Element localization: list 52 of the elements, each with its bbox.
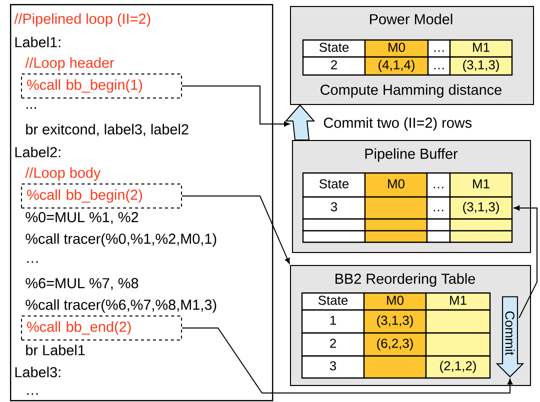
code-line: …: [27, 261, 38, 263]
code-line: br Label1: [26, 344, 85, 356]
table-cell: (2,1,2): [425, 355, 491, 379]
code-line: %6=MUL %7, %8: [26, 278, 138, 290]
table-cell: 2: [302, 56, 366, 76]
block-arrow: [284, 104, 316, 140]
dashed-box: %call bb_begin(2): [21, 184, 182, 208]
arrow: [182, 328, 513, 394]
code-line: //Loop header: [25, 57, 114, 71]
arrow: [514, 205, 538, 318]
code-line: //Pipelined loop (II=2): [14, 13, 150, 27]
code-line: Label1:: [15, 36, 60, 48]
table-cell: 2: [301, 332, 365, 357]
dashed-box: %call bb_begin(1): [21, 74, 182, 98]
table-cell: M1: [449, 172, 513, 198]
table-cell: State: [302, 39, 366, 58]
table-cell: (4,1,4): [364, 56, 429, 76]
code-line: %0=MUL %1, %2: [26, 212, 138, 224]
code-line: %call tracer(%6,%7,%8,M1,3): [26, 299, 216, 313]
code-line: %call tracer(%0,%1,%2,M0,1): [26, 233, 216, 247]
table-cell: M0: [363, 292, 427, 311]
code-line: //Loop body: [25, 167, 101, 181]
code-line: ...: [26, 107, 36, 109]
table-cell: M0: [364, 172, 428, 198]
table-cell: State: [301, 292, 365, 311]
table-cell: …: [427, 39, 451, 58]
code-line: Label3:: [15, 366, 60, 378]
code-line: Label2:: [15, 146, 60, 158]
table-cell: (6,2,3): [363, 332, 427, 357]
dashed-box: %call bb_end(2): [21, 316, 182, 340]
table-cell: (3,1,3): [449, 56, 513, 76]
table-cell: …: [426, 172, 451, 198]
panel-title: Pipeline Buffer: [365, 148, 458, 162]
table-cell: (3,1,3): [449, 196, 513, 220]
edge-label: Commit two (II=2) rows: [324, 117, 472, 131]
table-cell: 3: [302, 196, 366, 220]
code-line: br exitcond, label3, label2: [26, 124, 188, 136]
panel-title: Power Model: [370, 14, 452, 24]
table-cell: …: [426, 196, 451, 220]
table-cell: 3: [301, 355, 365, 379]
code-line: …: [27, 393, 38, 395]
table-cell: (3,1,3): [363, 309, 427, 334]
table-cell: …: [427, 56, 451, 76]
arrow: [182, 86, 290, 127]
table-cell: State: [302, 172, 366, 198]
table-cell: M1: [449, 39, 513, 58]
table-cell: M0: [364, 39, 429, 58]
arrow: [182, 196, 290, 264]
panel-title: Compute Hamming distance: [320, 84, 502, 98]
panel-title: BB2 Reordering Table: [336, 273, 475, 287]
table-cell: 1: [301, 309, 365, 334]
table-cell: M1: [425, 292, 491, 311]
